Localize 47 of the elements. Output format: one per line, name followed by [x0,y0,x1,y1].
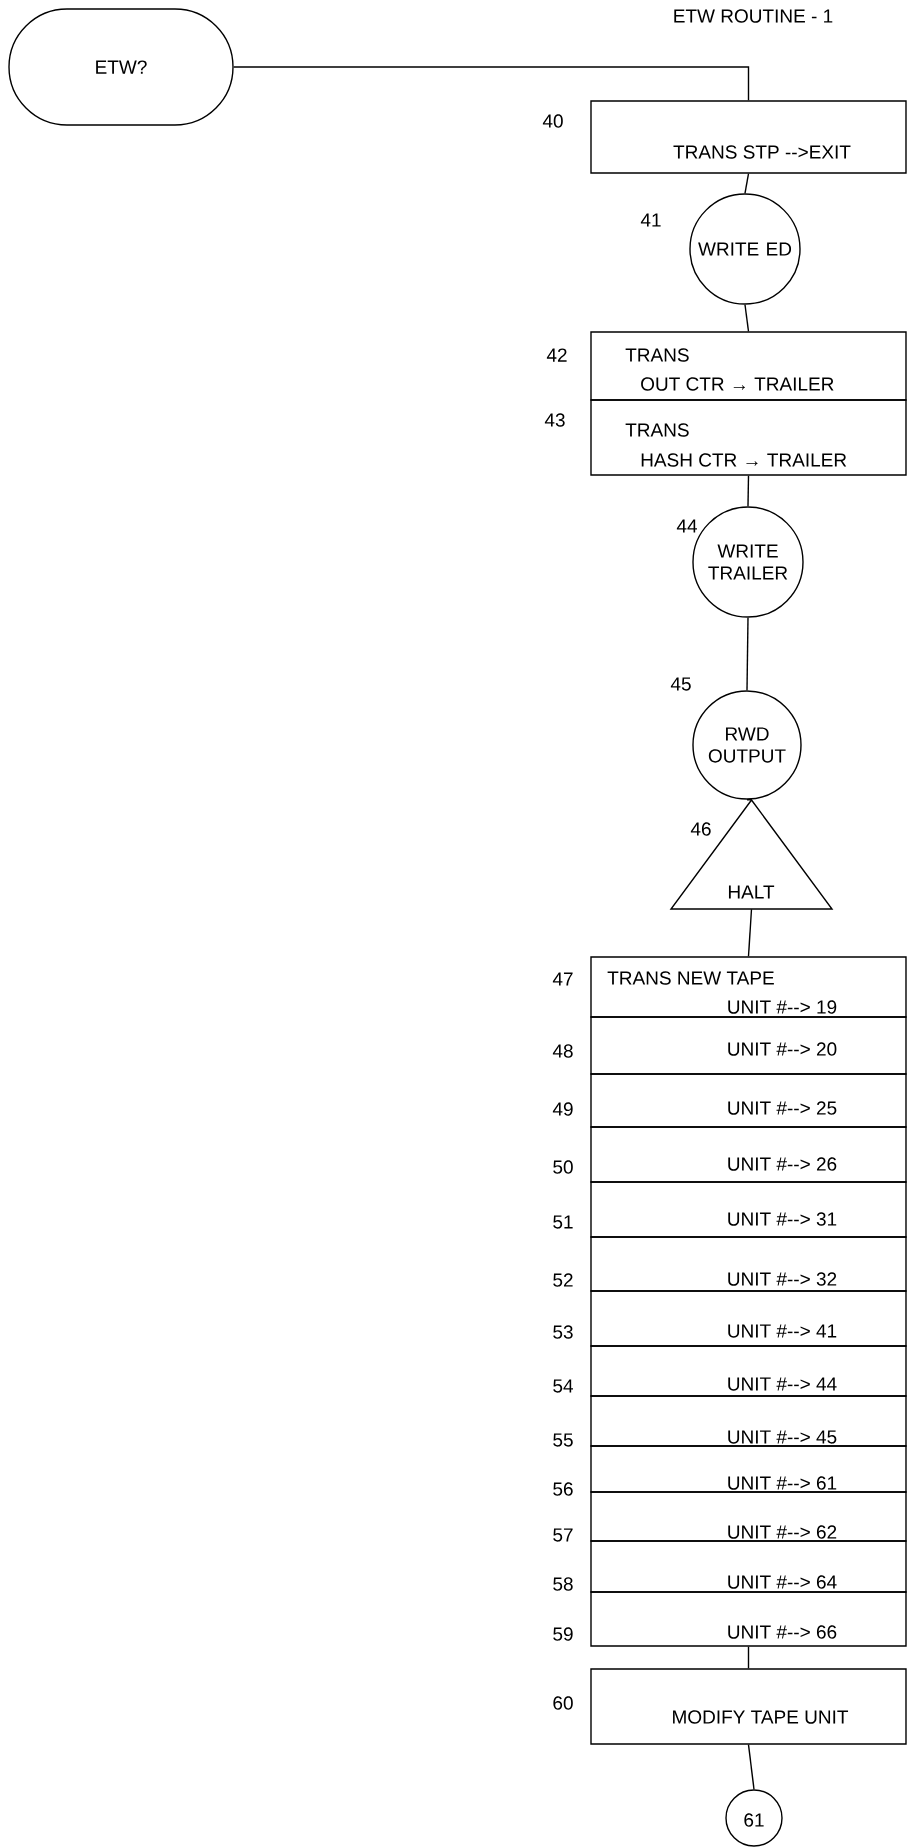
process-box: TRANS OUT CTR → TRAILER [590,331,907,401]
step-number: 41 [640,213,661,227]
step-number: 55 [553,1433,573,1447]
connector-line [744,173,750,194]
step-number: 46 [690,822,711,836]
step-number: 49 [552,1102,573,1116]
step-number: 58 [553,1577,573,1591]
step-number: 59 [553,1627,573,1641]
step-number: 56 [553,1482,573,1496]
process-box: UNIT #--> 64 [590,1540,907,1593]
step-number: 52 [553,1273,573,1287]
step-number: 42 [546,348,567,362]
step-number: 45 [670,677,691,691]
process-box: UNIT #--> 31 [590,1181,907,1238]
step-number: 50 [553,1160,573,1174]
step-number: 48 [552,1044,573,1058]
process-box: UNIT #--> 25 [590,1073,907,1128]
step-number: 53 [553,1325,573,1339]
step-number: 57 [553,1528,573,1542]
step-number: 47 [552,972,573,986]
process-box: UNIT #--> 62 [590,1491,907,1542]
connector-line [746,617,749,692]
step-number: 60 [553,1696,573,1710]
connector-line [233,66,750,101]
process-box: UNIT #--> 66 [590,1591,907,1647]
step-number: 54 [553,1379,573,1393]
step-number: 43 [544,413,565,427]
process-box: UNIT #--> 41 [590,1290,907,1347]
connector-line [747,1646,750,1669]
connector-line [747,1744,755,1790]
process-box: TRANS HASH CTR → TRAILER [590,399,907,476]
connector-line [747,908,753,957]
process-box: TRANS NEW TAPE UNIT #--> 19 [590,956,907,1018]
process-box: UNIT #--> 44 [590,1345,907,1397]
connector-line [747,475,750,507]
process-box: UNIT #--> 20 [590,1016,907,1075]
step-number: 40 [542,114,563,128]
connector-line [746,799,753,801]
process-box: UNIT #--> 32 [590,1236,907,1292]
process-box: MODIFY TAPE UNIT [590,1668,907,1745]
title: ETW ROUTINE - 1 [674,9,833,23]
process-box: TRANS STP -->EXIT [590,100,907,174]
process-box: UNIT #--> 26 [590,1126,907,1183]
step-number: 51 [553,1215,573,1229]
process-box: UNIT #--> 61 [590,1445,907,1493]
connector-line [744,304,750,332]
process-box: UNIT #--> 45 [590,1395,907,1447]
